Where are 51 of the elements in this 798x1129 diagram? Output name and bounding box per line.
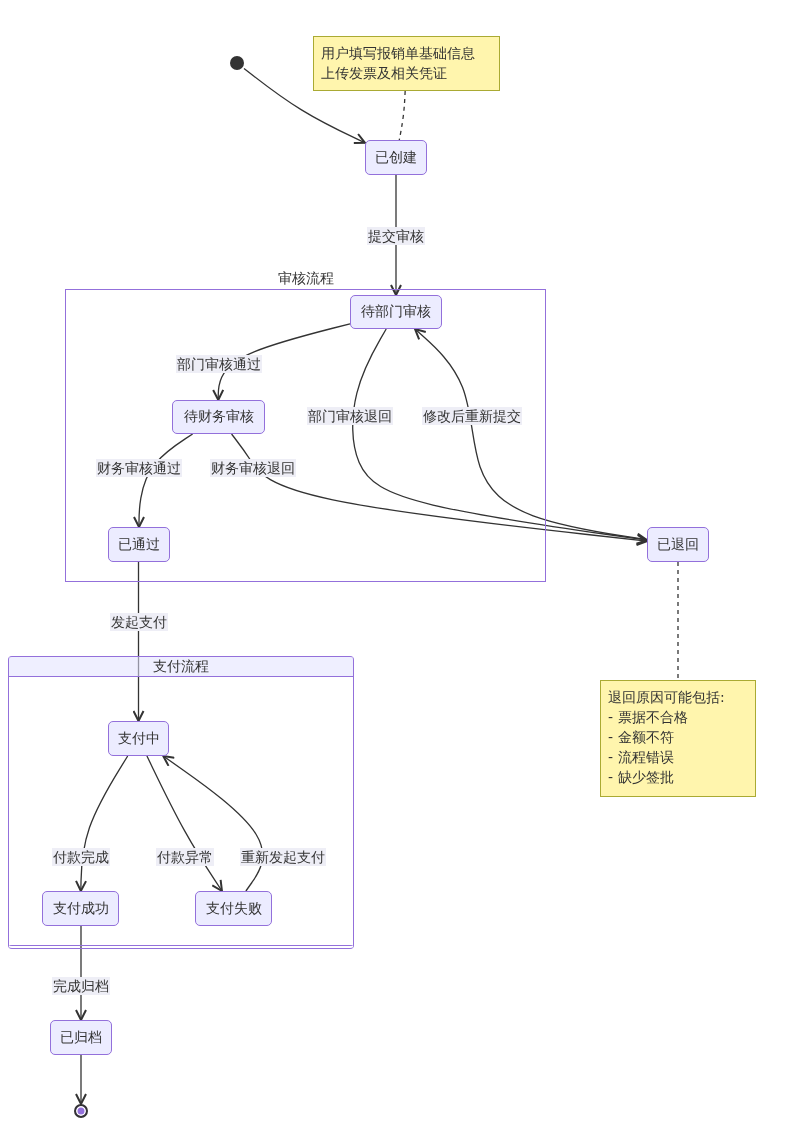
state-box: [50, 1020, 112, 1055]
state-label: 已通过: [118, 535, 160, 554]
state-label: 支付失败: [205, 899, 262, 918]
transition-arrow: [75, 755, 129, 892]
edge-label: 付款完成: [52, 848, 110, 866]
note-text: 用户填写报销单基础信息: [321, 44, 475, 63]
edge-label: 修改后重新提交: [422, 407, 522, 425]
note-text: - 票据不合格: [608, 708, 688, 727]
edge-label: 重新发起支付: [240, 848, 326, 866]
state-label: 已创建: [375, 148, 417, 167]
edge-label: 财务审核通过: [96, 459, 182, 477]
edge-label: 提交审核: [367, 227, 425, 245]
edge-label: 部门审核退回: [307, 407, 393, 425]
edge-label: 付款异常: [156, 848, 214, 866]
start-circle: [230, 56, 244, 70]
composite-state-header: 支付流程: [9, 657, 353, 677]
edge-label: 财务审核退回: [210, 459, 296, 477]
state-box: [350, 295, 442, 329]
state-label: 待部门审核: [361, 303, 431, 321]
dashed-connector: [677, 561, 679, 681]
state-label: 已归档: [60, 1028, 102, 1047]
note-text: - 流程错误: [608, 748, 674, 767]
transition-arrow: [162, 755, 264, 892]
state-box: [365, 140, 427, 175]
state-box: [108, 721, 169, 756]
composite-state-title: 审核流程: [277, 270, 334, 288]
note-text: - 金额不符: [608, 728, 674, 747]
end-circle: [74, 1104, 88, 1118]
state-box: [42, 891, 119, 926]
transition-arrow: [243, 67, 366, 145]
edge-label: 发起支付: [110, 613, 168, 631]
transition-arrow: [132, 561, 145, 722]
dashed-connector: [398, 90, 406, 141]
edge-label: 完成归档: [52, 977, 110, 995]
state-label: 支付中: [117, 729, 160, 748]
note-box: [313, 36, 500, 91]
state-box: [172, 400, 265, 434]
note-text: 退回原因可能包括:: [608, 688, 725, 707]
transition-arrow: [230, 433, 648, 546]
note-text: - 缺少签批: [608, 768, 674, 787]
transition-arrow: [352, 328, 648, 545]
state-box: [108, 527, 170, 562]
edge-label: 部门审核通过: [176, 355, 262, 373]
note-text: 上传发票及相关凭证: [321, 64, 447, 83]
state-label: 待财务审核: [183, 408, 254, 426]
note-box: [600, 680, 756, 797]
state-box: [647, 527, 709, 562]
state-box: [195, 891, 272, 926]
state-label: 支付成功: [52, 899, 109, 918]
transition-arrow: [75, 1054, 87, 1105]
state-label: 已退回: [657, 535, 699, 554]
